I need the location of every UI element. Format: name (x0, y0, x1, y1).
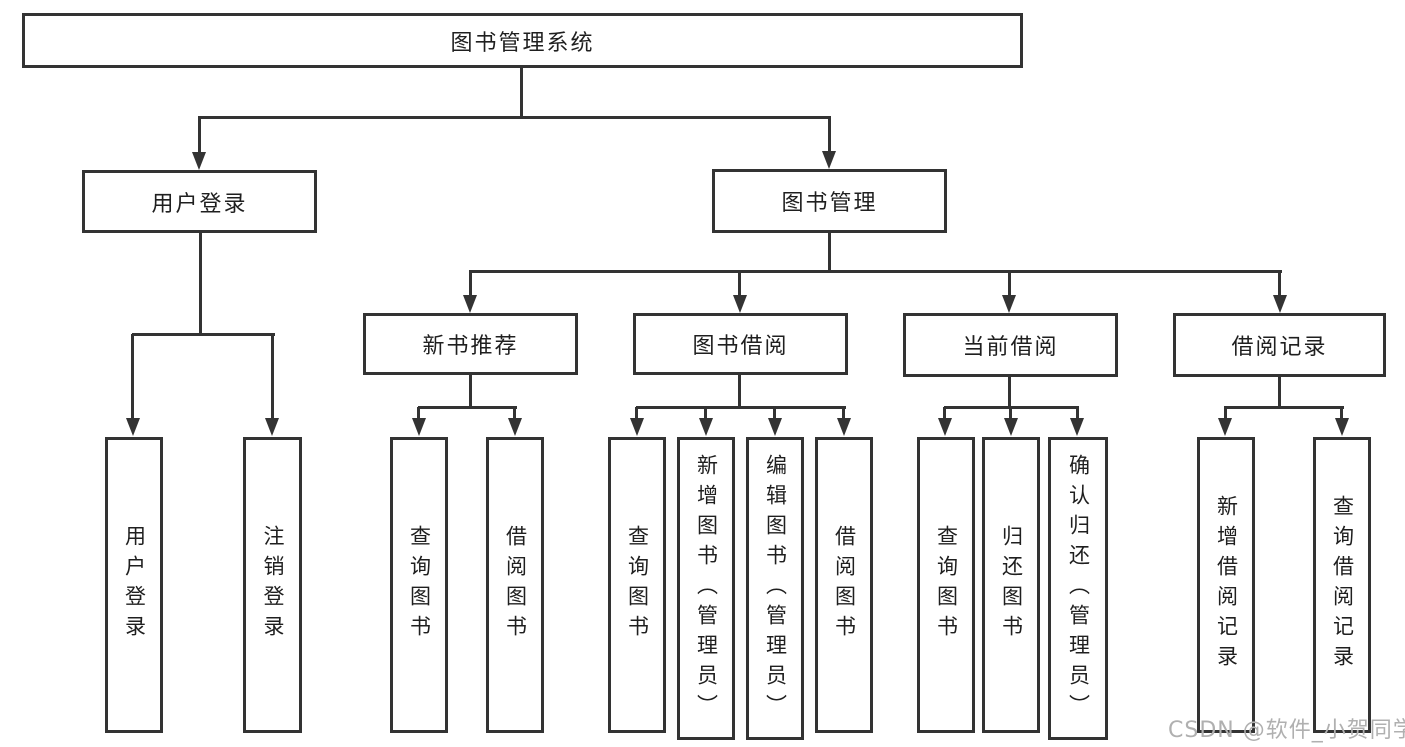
arrowhead-leaf-logout (265, 418, 279, 436)
arrowhead-book-borrow (733, 295, 747, 313)
arrowhead (1218, 418, 1232, 436)
arrowhead (1335, 418, 1349, 436)
leaf-borrow-books-recommend: 借阅图书 (486, 437, 544, 733)
node-user-login: 用户登录 (82, 170, 317, 233)
arrowhead (630, 418, 644, 436)
leaf-label: 用户登录 (122, 525, 147, 645)
node-root-library-management-system: 图书管理系统 (22, 13, 1023, 68)
arrowhead-current-borrow (1002, 295, 1016, 313)
connector-drop-book-borrow (738, 272, 741, 297)
connector-drop (417, 407, 420, 420)
node-current-borrow: 当前借阅 (903, 313, 1118, 377)
arrowhead (768, 418, 782, 436)
leaf-label: 查询图书 (407, 525, 432, 645)
arrowhead (1004, 418, 1018, 436)
connector-new-book-stem (469, 375, 472, 409)
arrowhead (699, 418, 713, 436)
connector-drop (704, 407, 707, 420)
leaf-borrow-books-borrow: 借阅图书 (815, 437, 873, 733)
leaf-label: 归还图书 (999, 525, 1024, 645)
node-new-book-recommend: 新书推荐 (363, 313, 578, 375)
connector-drop-new-book-recommend (469, 272, 472, 297)
connector-user-login-stem (199, 233, 202, 336)
leaf-return-books: 归还图书 (982, 437, 1040, 733)
arrowhead-book-management (822, 151, 836, 169)
connector-book-management-stem (828, 233, 831, 273)
connector-root-stem (520, 68, 523, 119)
leaf-add-borrow-record: 新增借阅记录 (1197, 437, 1255, 733)
connector-drop-leaf-login (131, 334, 134, 420)
connector-drop (1009, 407, 1012, 420)
arrowhead-leaf-login (126, 418, 140, 436)
node-borrow-records: 借阅记录 (1173, 313, 1386, 377)
connector-user-login-rail (132, 333, 275, 336)
arrowhead (412, 418, 426, 436)
leaf-label: 新增图书（管理员） (694, 453, 719, 724)
connector-level3-rail (469, 270, 1282, 273)
connector-drop (1224, 407, 1227, 420)
arrowhead (837, 418, 851, 436)
connector-drop-book-management (828, 117, 831, 153)
connector-drop (773, 407, 776, 420)
arrowhead (508, 418, 522, 436)
leaf-label: 借阅图书 (503, 525, 528, 645)
connector-drop (1076, 407, 1079, 420)
connector-book-borrow-rail (636, 406, 846, 409)
connector-drop-borrow-records (1278, 272, 1281, 297)
connector-borrow-records-stem (1278, 377, 1281, 409)
csdn-watermark: CSDN @软件_小贺同学 (1168, 718, 1405, 743)
leaf-logout: 注销登录 (243, 437, 302, 733)
connector-drop-current-borrow (1008, 272, 1011, 297)
leaf-user-login: 用户登录 (105, 437, 163, 733)
leaf-label: 编辑图书（管理员） (763, 453, 788, 724)
leaf-add-books-admin: 新增图书（管理员） (677, 437, 735, 740)
leaf-query-borrow-record: 查询借阅记录 (1313, 437, 1371, 733)
connector-current-borrow-stem (1008, 377, 1011, 409)
connector-drop (943, 407, 946, 420)
connector-drop (513, 407, 516, 420)
leaf-label: 查询借阅记录 (1330, 495, 1355, 675)
connector-drop (1340, 407, 1343, 420)
connector-level2-rail (198, 116, 831, 119)
connector-drop (842, 407, 845, 420)
leaf-edit-books-admin: 编辑图书（管理员） (746, 437, 804, 740)
node-book-borrow: 图书借阅 (633, 313, 848, 375)
connector-drop-user-login (198, 117, 201, 153)
leaf-label: 新增借阅记录 (1214, 495, 1239, 675)
connector-book-borrow-stem (738, 375, 741, 409)
leaf-query-books-recommend: 查询图书 (390, 437, 448, 733)
leaf-label: 借阅图书 (832, 525, 857, 645)
arrowhead-new-book-recommend (463, 295, 477, 313)
node-book-management: 图书管理 (712, 169, 947, 233)
leaf-confirm-return-admin: 确认归还（管理员） (1048, 437, 1108, 740)
connector-drop-leaf-logout (271, 334, 274, 420)
leaf-query-books-borrow: 查询图书 (608, 437, 666, 733)
leaf-query-books-current: 查询图书 (917, 437, 975, 733)
connector-new-book-rail (418, 406, 517, 409)
leaf-label: 查询图书 (625, 525, 650, 645)
connector-borrow-records-rail (1224, 406, 1344, 409)
arrowhead-user-login (192, 152, 206, 170)
leaf-label: 确认归还（管理员） (1066, 453, 1091, 724)
leaf-label: 查询图书 (934, 525, 959, 645)
arrowhead (1070, 418, 1084, 436)
arrowhead-borrow-records (1273, 295, 1287, 313)
arrowhead (938, 418, 952, 436)
connector-drop (635, 407, 638, 420)
leaf-label: 注销登录 (261, 525, 285, 645)
